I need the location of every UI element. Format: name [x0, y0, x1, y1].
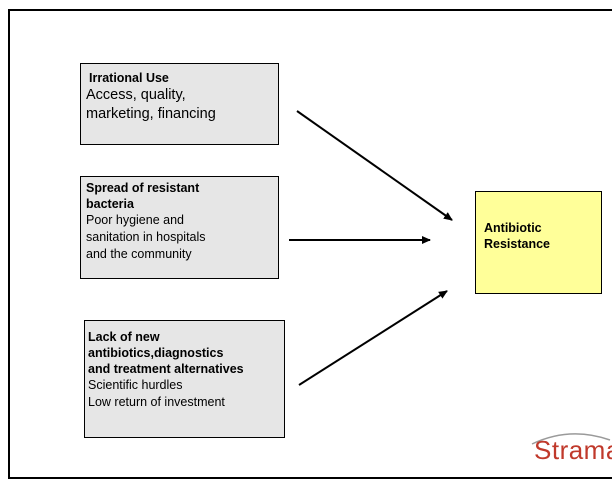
- spread-line: Poor hygiene and: [86, 213, 184, 227]
- arrow-irrational-to-resistance: [296, 110, 453, 221]
- spread-of-resistant-bacteria-box: Spread of resistant bacteria Poor hygien…: [80, 176, 279, 279]
- spread-line: and the community: [86, 247, 192, 261]
- lack-line: Low return of investment: [88, 395, 225, 409]
- irrational-use-line: Access, quality,: [86, 87, 186, 103]
- antibiotic-resistance-box: Antibiotic Resistance: [475, 191, 602, 294]
- result-title-line: Resistance: [484, 237, 551, 251]
- lack-title-line: Lack of new: [88, 330, 160, 344]
- strama-logo: Strama: [534, 435, 612, 465]
- lack-title-line: antibiotics,diagnostics: [88, 346, 224, 360]
- lack-of-new-antibiotics-box: Lack of new antibiotics,diagnostics and …: [84, 320, 285, 438]
- spread-title-line: Spread of resistant: [86, 181, 200, 195]
- irrational-use-box: Irrational Use Access, quality, marketin…: [80, 63, 279, 145]
- irrational-use-line: marketing, financing: [86, 106, 216, 122]
- arrow-lack-to-resistance: [298, 290, 448, 386]
- lack-title-line: and treatment alternatives: [88, 362, 244, 376]
- arrows-layer: [289, 110, 453, 386]
- logo-arc: [531, 433, 611, 445]
- lack-line: Scientific hurdles: [88, 378, 183, 392]
- spread-line: sanitation in hospitals: [86, 230, 206, 244]
- spread-title-line: bacteria: [86, 197, 134, 211]
- result-title-line: Antibiotic: [484, 221, 542, 235]
- irrational-use-title: Irrational Use: [89, 71, 169, 85]
